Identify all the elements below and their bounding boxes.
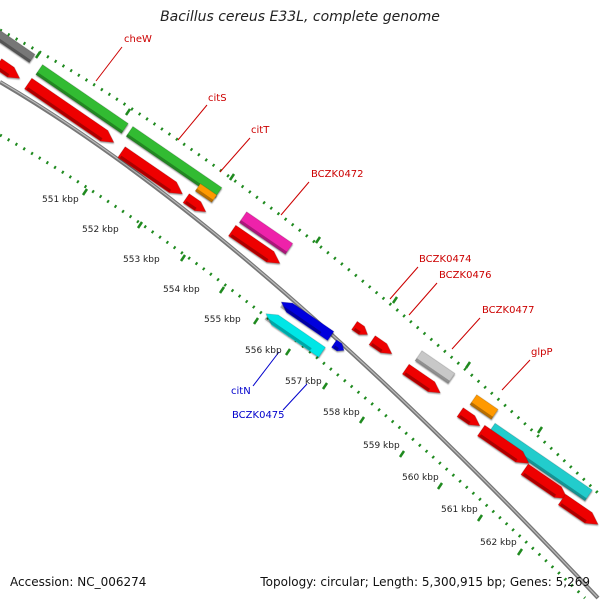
red-gene-arrow (0, 58, 21, 79)
orange-feature (194, 183, 218, 203)
red-gene-arrow (456, 407, 481, 427)
major-tick (516, 548, 524, 556)
gray-feature (0, 29, 36, 63)
kbp-labels: 551 kbp 552 kbp 553 kbp 554 kbp 555 kbp 556 k… (42, 195, 517, 548)
major-tick (358, 416, 366, 424)
inner-tick-ring (0, 133, 587, 600)
major-tick (314, 236, 322, 244)
label-bczk0476-leader (408, 282, 438, 316)
accession-text: Accession: NC_006274 (10, 575, 147, 589)
red-gene-arrow (182, 193, 207, 213)
label-bczk0472: BCZK0472 (311, 169, 364, 180)
teal-feature (487, 422, 593, 502)
label-bczk0477-leader (451, 317, 481, 350)
kbp-label: 556 kbp (245, 346, 282, 356)
major-tick (284, 348, 292, 356)
red-gene-arrow (477, 424, 530, 464)
major-tick (136, 221, 144, 229)
kbp-label: 552 kbp (82, 225, 119, 235)
major-tick (81, 188, 89, 196)
kbp-label: 560 kbp (402, 473, 439, 483)
label-chew-leader (95, 46, 123, 82)
blue-gene-arrow-bczk0475 (280, 301, 335, 341)
red-gene-arrow (117, 146, 184, 195)
major-tick (476, 514, 484, 522)
major-tick (464, 361, 472, 369)
major-tick (321, 382, 329, 390)
kbp-label: 554 kbp (163, 285, 200, 295)
magenta-feature (238, 211, 294, 255)
major-tick (34, 51, 42, 59)
major-tick (391, 296, 399, 304)
label-glpp: glpP (531, 347, 553, 358)
red-gene-arrow (520, 463, 568, 500)
label-bczk0477: BCZK0477 (482, 305, 535, 316)
kbp-label: 555 kbp (204, 315, 241, 325)
callout-layer: cheW citS citT BCZK0472BCZK0474BCZK0476BCZK… (95, 34, 553, 421)
label-citn: citN (231, 386, 251, 397)
green-feature-cits (125, 126, 223, 198)
kbp-label: 559 kbp (363, 441, 400, 451)
major-tick (228, 173, 236, 181)
genome-summary-text: Topology: circular; Length: 5,300,915 bp… (260, 575, 590, 589)
label-bczk0474: BCZK0474 (419, 254, 472, 265)
red-gene-arrow (228, 224, 281, 264)
red-gene-arrow (351, 320, 369, 335)
green-feature-chew (35, 64, 129, 134)
label-glpp-leader (501, 359, 531, 391)
major-tick (252, 317, 260, 325)
kbp-label: 562 kbp (480, 538, 517, 548)
label-bczk0476: BCZK0476 (439, 270, 492, 281)
label-cits: citS (208, 93, 227, 104)
red-gene-arrow (368, 335, 393, 355)
label-bczk0475: BCZK0475 (232, 410, 285, 421)
outer-tick-ring (0, 28, 600, 497)
label-bczk0475-leader (282, 383, 308, 411)
cyan-gene-arrow-citn (264, 313, 326, 358)
backbone-layer (0, 80, 600, 600)
label-chew: cheW (124, 34, 152, 45)
label-bczk0474-leader (389, 266, 419, 300)
label-citt-leader (219, 137, 251, 173)
red-gene-arrow (557, 493, 599, 525)
label-citn-leader (252, 351, 280, 387)
map-title: Bacillus cereus E33L, complete genome (160, 9, 440, 25)
major-tick (124, 108, 132, 116)
label-cits-leader (177, 104, 208, 141)
red-gene-arrow (401, 363, 441, 394)
tick-layer (0, 28, 600, 600)
kbp-label: 551 kbp (42, 195, 79, 205)
label-citt: citT (251, 125, 270, 136)
major-tick (398, 450, 406, 458)
major-tick (179, 254, 187, 262)
kbp-label: 561 kbp (441, 505, 478, 515)
kbp-label: 558 kbp (323, 408, 360, 418)
major-tick (536, 426, 544, 434)
major-tick (436, 482, 444, 490)
red-gene-arrow (24, 77, 115, 143)
kbp-label: 557 kbp (285, 377, 322, 387)
gene-layer (0, 29, 599, 525)
light-gray-feature (414, 350, 456, 384)
major-tick (218, 286, 226, 294)
label-bczk0472-leader (280, 181, 310, 216)
genome-backbone-highlight (0, 80, 598, 598)
kbp-label: 553 kbp (123, 255, 160, 265)
blue-gene-arrow (331, 339, 345, 352)
orange-feature-glpp (469, 394, 499, 420)
